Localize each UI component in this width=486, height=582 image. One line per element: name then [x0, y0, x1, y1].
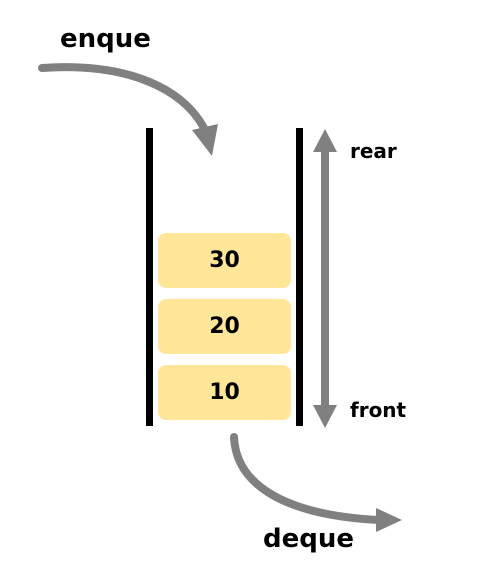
enque-arrowhead: [192, 124, 218, 156]
rear-label: rear: [350, 139, 397, 163]
enque-arrow: [38, 63, 209, 134]
queue-item-top: 30: [158, 233, 291, 288]
deque-label: deque: [263, 524, 354, 554]
deque-arrow: [230, 433, 382, 524]
rear-arrowhead: [313, 129, 337, 152]
queue-item-middle: 20: [158, 299, 291, 354]
queue-left-wall: [146, 128, 153, 426]
front-arrowhead: [313, 405, 337, 428]
queue-item-bottom: 10: [158, 365, 291, 420]
queue-right-wall: [296, 128, 303, 426]
enque-label: enque: [60, 24, 151, 54]
front-label: front: [350, 398, 407, 422]
deque-arrowhead: [376, 508, 402, 532]
